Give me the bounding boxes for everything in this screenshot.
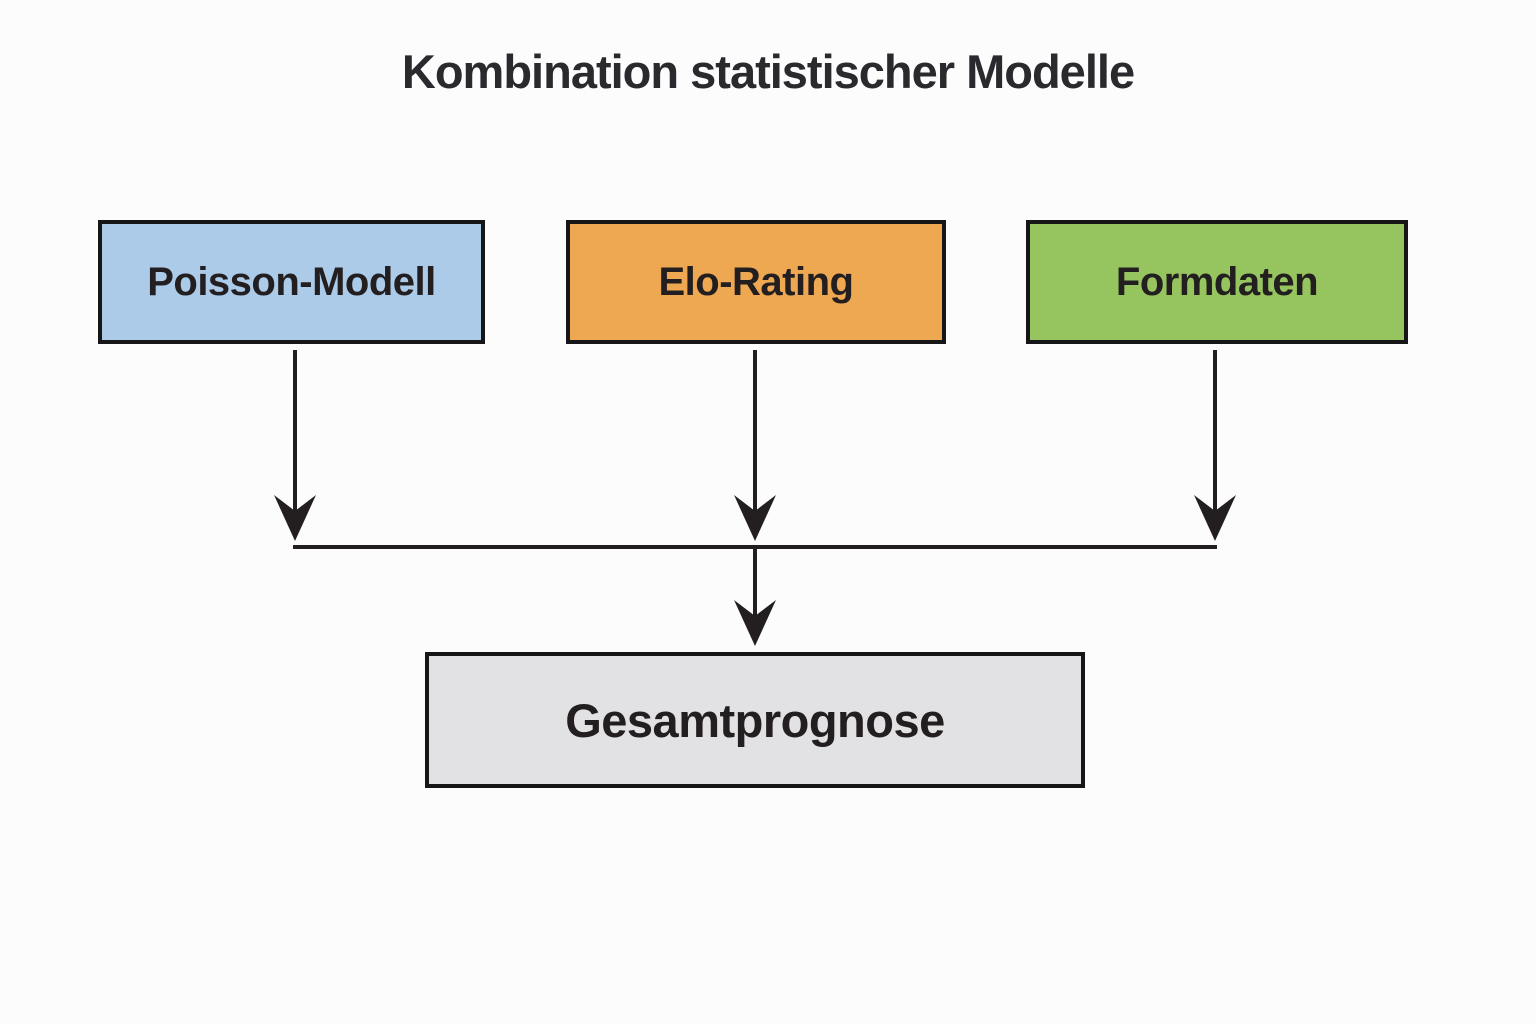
arrowhead-gesamt xyxy=(734,600,776,646)
node-poisson-modell-label: Poisson-Modell xyxy=(147,259,436,304)
node-formdaten: Formdaten xyxy=(1026,220,1408,344)
node-elo-rating: Elo-Rating xyxy=(566,220,946,344)
arrowhead-formdaten xyxy=(1194,495,1236,541)
node-gesamtprognose-label: Gesamtprognose xyxy=(565,693,945,747)
node-gesamtprognose: Gesamtprognose xyxy=(425,652,1085,788)
node-poisson-modell: Poisson-Modell xyxy=(98,220,485,344)
diagram-title: Kombination statistischer Modelle xyxy=(401,45,1135,98)
node-elo-rating-label: Elo-Rating xyxy=(658,259,854,304)
node-formdaten-label: Formdaten xyxy=(1115,259,1319,304)
arrowhead-elo xyxy=(734,495,776,541)
arrowhead-poisson xyxy=(274,495,316,541)
